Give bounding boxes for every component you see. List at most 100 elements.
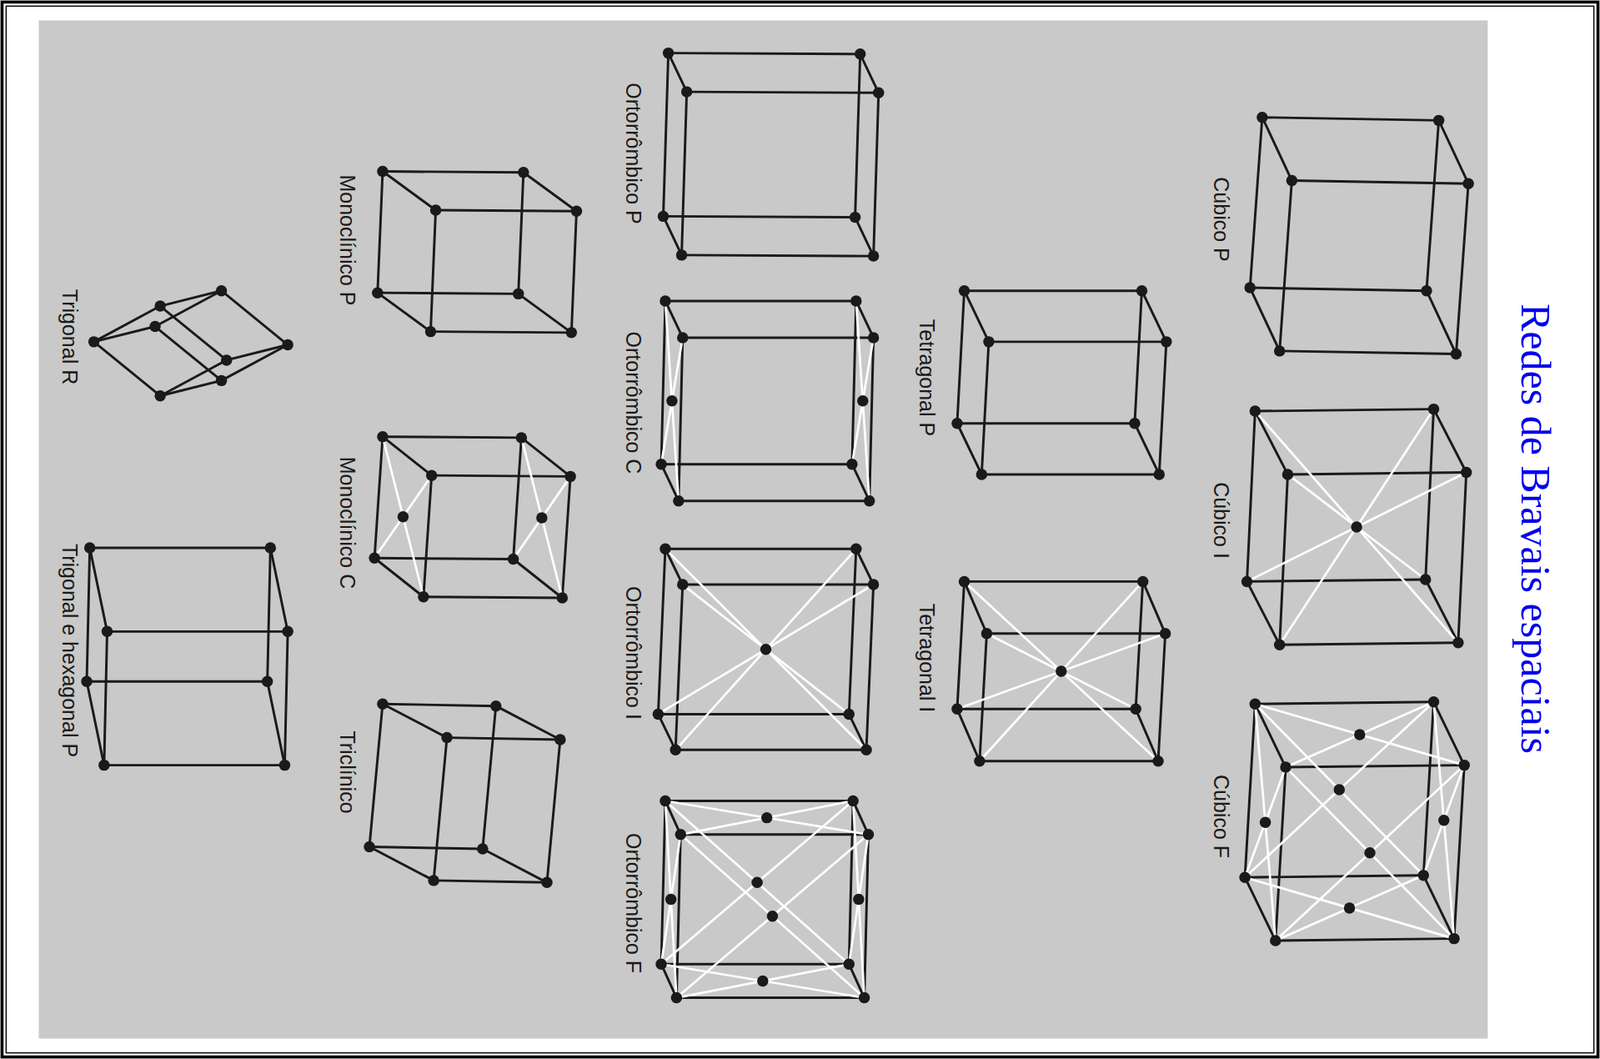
lattice-point (376, 697, 388, 709)
cell-edge (682, 91, 688, 256)
face-diagonal (1254, 703, 1275, 941)
cell-edge (964, 581, 988, 633)
lattice-name: Cúbico I (1208, 481, 1233, 559)
cell-edge (663, 53, 669, 217)
lattice-point (512, 288, 524, 300)
cell-edge (848, 548, 857, 714)
cell-edge (160, 290, 221, 306)
cell-edge (663, 215, 683, 255)
cell-edge (94, 305, 161, 342)
cell-edge (382, 436, 522, 438)
face-diagonal (676, 963, 849, 998)
cell-edge (663, 215, 856, 217)
lattice-name: Tetragonal I (914, 603, 939, 713)
cell-edge (1249, 117, 1263, 288)
cell-edge (94, 341, 161, 397)
lattice-point (363, 841, 375, 853)
cell-edge (267, 681, 286, 765)
cell-edge (518, 172, 524, 295)
lattice-point (662, 47, 674, 59)
face-diagonal (665, 800, 677, 998)
cell-edge (988, 340, 1167, 343)
cell-edge (1458, 471, 1467, 643)
lattice-name: Cúbico F (1208, 774, 1233, 858)
lattice-point (1153, 468, 1165, 480)
cell-edge (160, 305, 227, 361)
cell-edge (957, 423, 982, 475)
lattice-point (858, 992, 870, 1004)
lattice-point (1448, 932, 1460, 944)
lattice-point (757, 975, 768, 987)
cell-edge (1249, 287, 1279, 352)
cell-edge (1134, 423, 1159, 475)
lattice-point (80, 676, 92, 688)
lattice-point (659, 795, 671, 807)
cell-edge (221, 345, 289, 382)
lattice-point (1433, 115, 1445, 126)
cell-edge (377, 171, 383, 294)
cell-edge (431, 475, 571, 477)
lattice-point (1238, 871, 1250, 883)
lattice-point (981, 627, 993, 639)
lattice-point (669, 744, 681, 756)
body-diagonal (657, 584, 873, 714)
cell-edge (523, 172, 577, 211)
lattice-name: Trigonal e hexagonal P (57, 542, 82, 757)
lattice-point (760, 643, 772, 655)
cell-edge (221, 290, 289, 346)
lattice-point (983, 336, 994, 347)
lattice-name: Ortorrômbico C (620, 331, 645, 475)
lattice-point (867, 331, 879, 343)
body-diagonal (964, 581, 1159, 761)
lattice-point (872, 87, 884, 99)
lattice-point (427, 874, 439, 886)
cell-edge (1285, 765, 1465, 768)
body-diagonal (957, 633, 1166, 710)
cell-edge (1247, 581, 1280, 645)
lattice-point (847, 795, 858, 807)
lattice-name: Ortorrômbico I (620, 586, 645, 720)
lattice-point (846, 458, 858, 470)
face-diagonal (1275, 765, 1465, 941)
face-diagonal (661, 800, 853, 964)
face-diagonal (1434, 702, 1455, 939)
cell-edge (423, 475, 432, 597)
face-diagonal (852, 337, 874, 465)
cell-edge (1135, 581, 1144, 709)
cell-edge (855, 217, 874, 256)
cell-edge (1425, 409, 1435, 580)
cell-edge (1244, 875, 1424, 878)
page-title: Redes de Bravais espaciais (1511, 303, 1560, 754)
lattice-point (1055, 665, 1067, 677)
lattice-point (958, 576, 970, 587)
lattice-point (655, 458, 667, 470)
lattice-point (1428, 403, 1440, 415)
lattice-point (149, 321, 161, 332)
face-diagonal (513, 476, 572, 559)
lattice-point (220, 354, 232, 366)
lattice-point (1286, 175, 1298, 186)
lattice-point (1249, 405, 1261, 417)
cell-edge (86, 680, 268, 683)
lattice-point (671, 992, 683, 1004)
cell-edge (160, 380, 221, 396)
lattice-point (659, 295, 671, 306)
cell-edge (981, 472, 1159, 476)
cell-edge (433, 880, 547, 883)
lattice-point (958, 285, 970, 296)
lattice-point (397, 511, 409, 522)
lattice-name: Triclínico (335, 731, 360, 814)
lattice-point (490, 700, 502, 712)
lattice-point (1452, 636, 1464, 648)
lattice-point (681, 85, 693, 97)
lattice-point (1418, 869, 1430, 881)
lattice-point (101, 626, 113, 637)
face-diagonal (1423, 765, 1465, 876)
lattice-name: Ortorrômbico F (620, 832, 645, 974)
lattice-point (1249, 697, 1261, 709)
cell-edge (1291, 180, 1469, 185)
cell-edge (957, 708, 980, 761)
cell-edge (986, 631, 1165, 635)
cell-edge (1262, 117, 1440, 121)
